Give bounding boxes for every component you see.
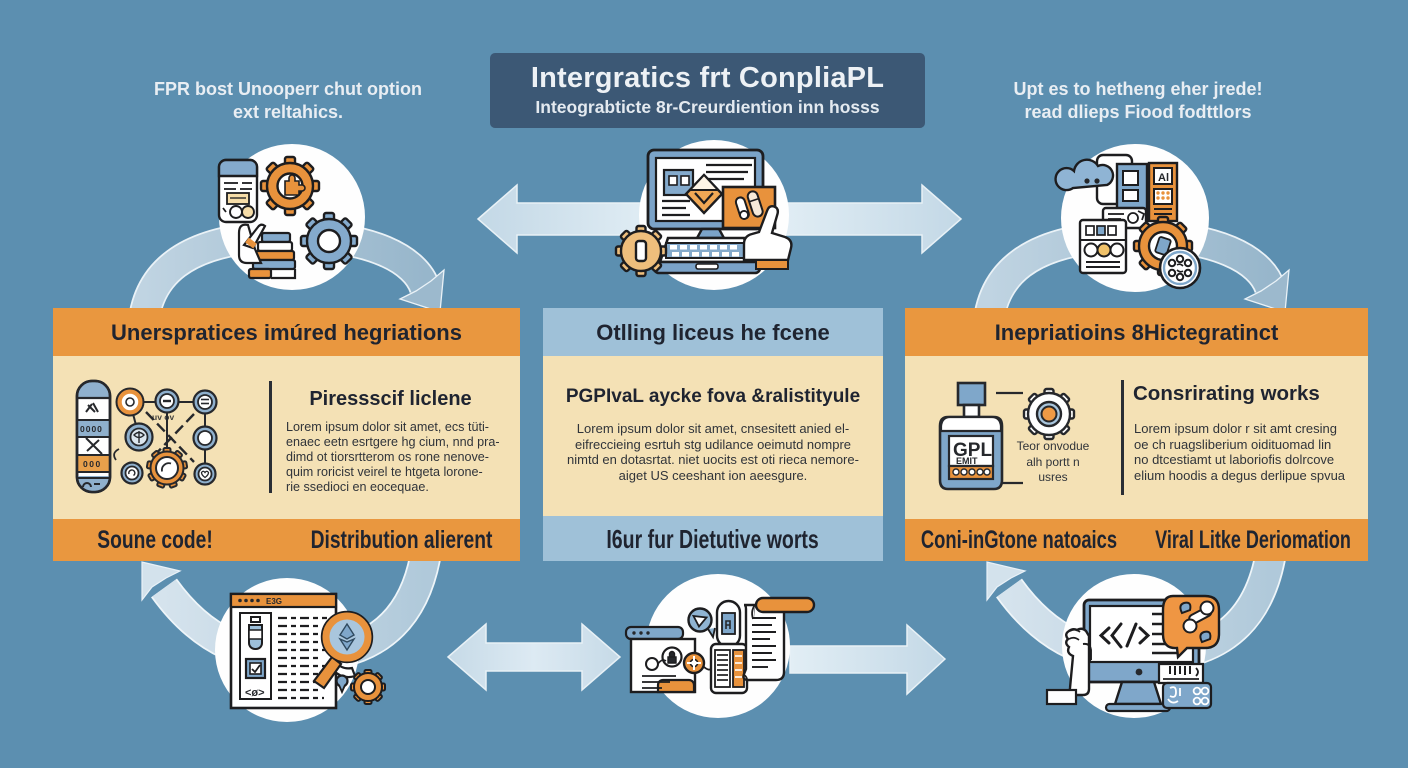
svg-text:<ø>: <ø>: [245, 687, 265, 699]
svg-text:Al: Al: [1158, 172, 1169, 184]
svg-text:E3G: E3G: [266, 597, 282, 606]
